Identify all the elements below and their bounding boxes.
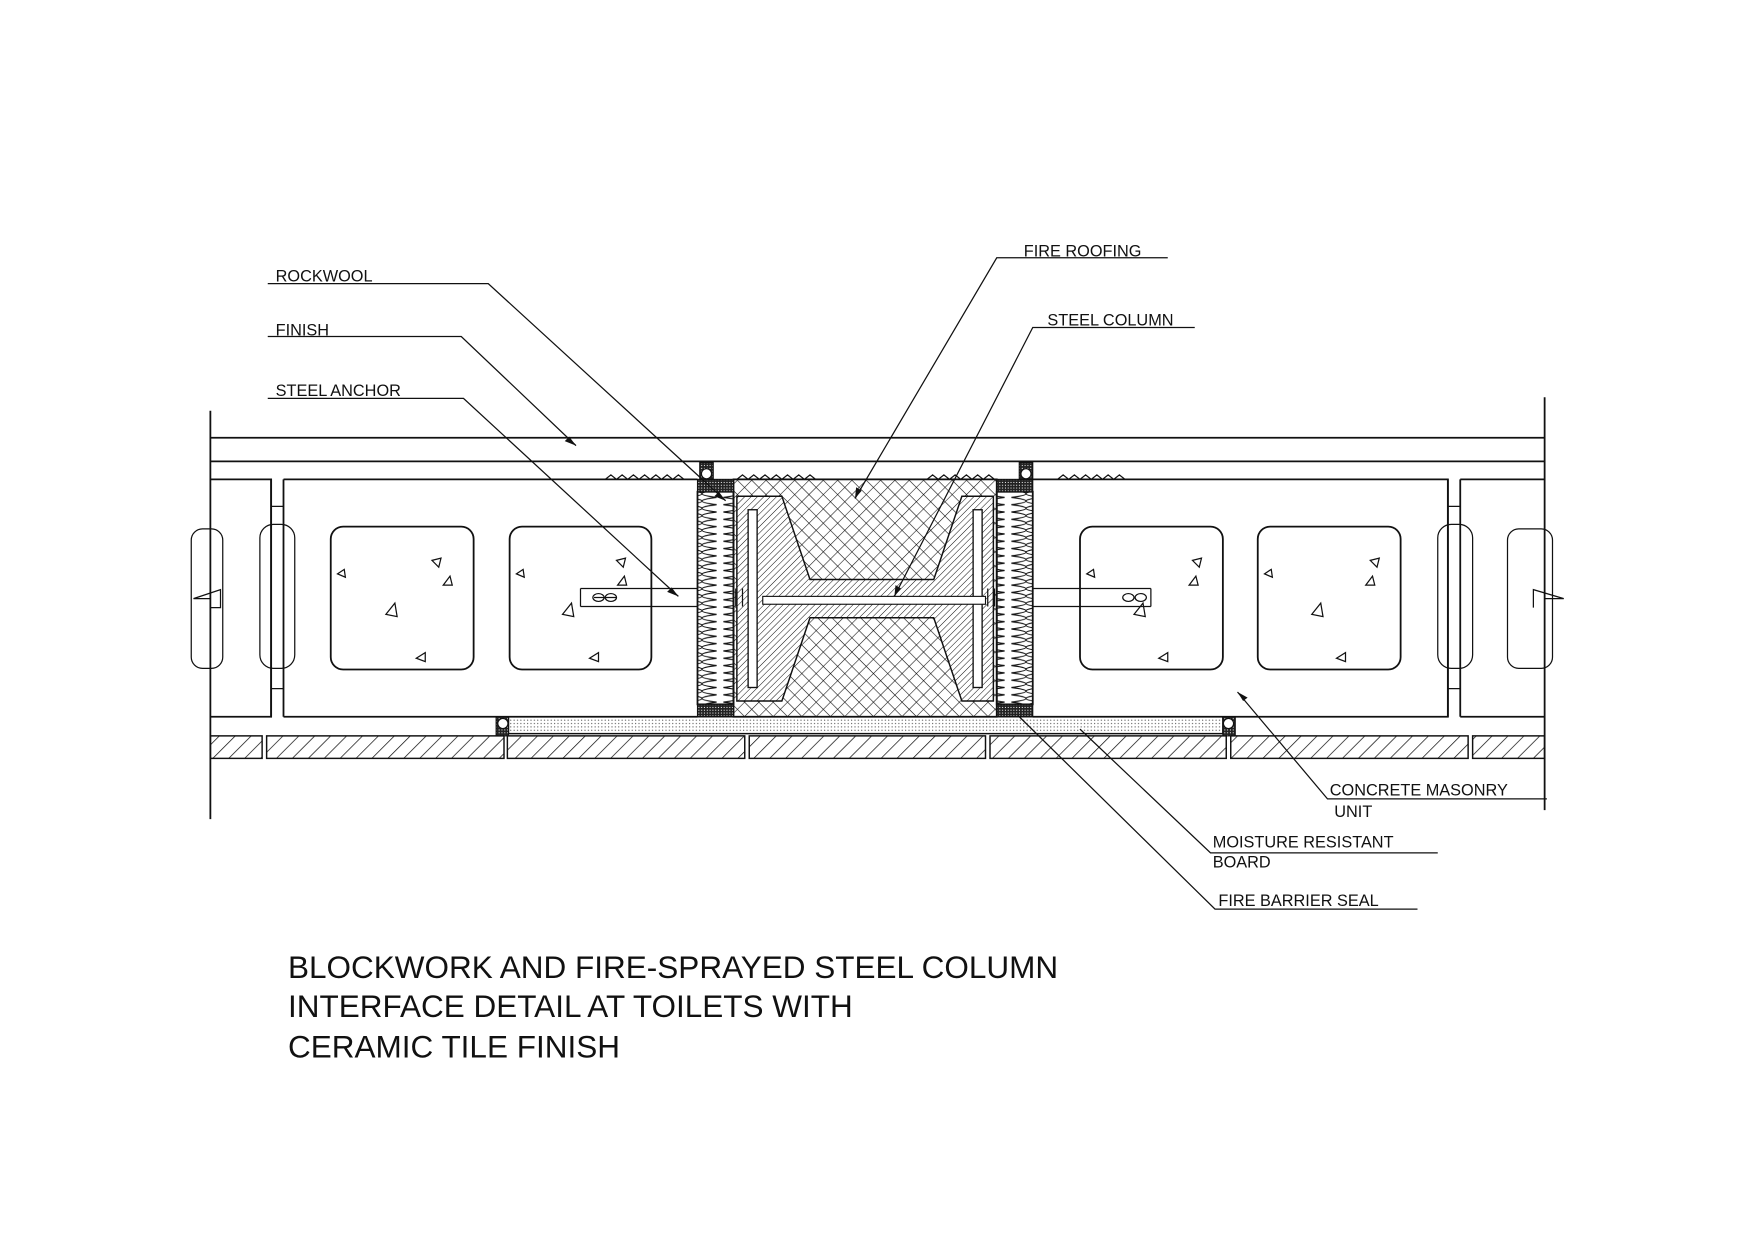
label-steel-column: STEEL COLUMN — [1047, 311, 1173, 329]
label-rockwool: ROCKWOOL — [276, 267, 373, 285]
title-line-3: CERAMIC TILE FINISH — [288, 1029, 620, 1065]
steel-column — [736, 495, 995, 702]
concrete-masonry-cells — [329, 525, 1402, 671]
title-line-1: BLOCKWORK AND FIRE-SPRAYED STEEL COLUMN — [288, 949, 1058, 985]
wall-boundaries — [190, 397, 1564, 820]
label-fire-barrier-seal: FIRE BARRIER SEAL — [1218, 892, 1378, 910]
steel-anchors — [579, 587, 1152, 608]
label-mrb-line1: MOISTURE RESISTANT — [1213, 833, 1394, 851]
ceramic-tiles — [209, 735, 1546, 760]
moisture-resistant-board — [495, 716, 1236, 737]
label-steel-anchor: STEEL ANCHOR — [276, 382, 402, 400]
title-line-2: INTERFACE DETAIL AT TOILETS WITH — [288, 988, 853, 1024]
leader-lines — [267, 257, 1547, 910]
label-finish: FINISH — [276, 321, 329, 339]
label-mrb-line2: BOARD — [1213, 854, 1271, 872]
label-cmu-line1: CONCRETE MASONRY — [1330, 782, 1508, 800]
label-cmu-line2: UNIT — [1334, 803, 1372, 821]
label-fire-proofing: FIRE ROOFING — [1024, 243, 1142, 261]
